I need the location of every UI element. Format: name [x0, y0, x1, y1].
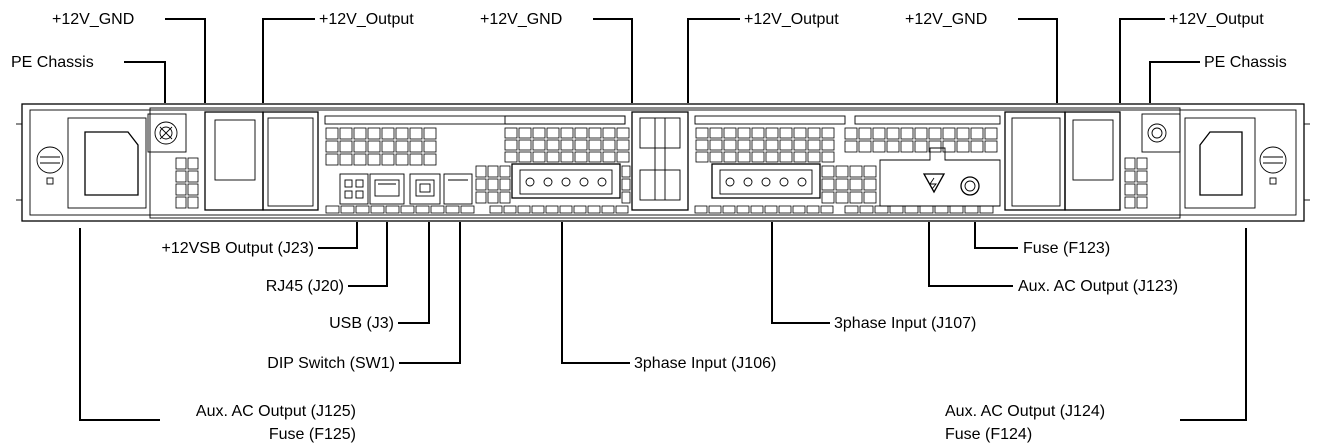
- label-aux-ac-j123: Aux. AC Output (J123): [1018, 278, 1178, 295]
- vsb-connector-j23-icon: [339, 173, 369, 205]
- pe-chassis-left-screw-icon: [147, 113, 187, 153]
- ac-outlet-j125-icon: [67, 117, 147, 209]
- label-rj45-j20: RJ45 (J20): [266, 278, 344, 295]
- label-aux-ac-j124: Aux. AC Output (J124): [945, 403, 1105, 420]
- label-gnd-middle: +12V_GND: [480, 11, 562, 28]
- label-fuse-f124: Fuse (F124): [945, 426, 1032, 443]
- usb-port-j3-icon: [409, 173, 441, 205]
- labels: +12V_GND PE Chassis +12V_Output +12V_GND…: [11, 11, 1287, 443]
- pe-chassis-right-screw-icon: [1141, 113, 1181, 153]
- busbar-right: [1004, 111, 1121, 211]
- label-fuse-f123: Fuse (F123): [1023, 240, 1110, 257]
- label-pe-chassis-left: PE Chassis: [11, 54, 94, 71]
- vent-grid: [175, 127, 1148, 214]
- right-latch-icon[interactable]: [1259, 146, 1287, 185]
- busbar-left: [204, 111, 319, 211]
- three-phase-input-j107-icon: [711, 163, 821, 199]
- label-output-left: +12V_Output: [319, 11, 414, 28]
- aux-ac-output-j123-icon: [879, 147, 1001, 207]
- label-output-middle: +12V_Output: [744, 11, 839, 28]
- leader-lines: [79, 18, 1247, 421]
- label-gnd-left: +12V_GND: [52, 11, 134, 28]
- left-latch-icon[interactable]: [36, 146, 64, 185]
- three-phase-input-j106-icon: [511, 163, 621, 199]
- label-vsb-output-j23: +12VSB Output (J23): [161, 240, 314, 257]
- label-gnd-right: +12V_GND: [905, 11, 987, 28]
- ac-outlet-j124-icon: [1184, 117, 1256, 209]
- label-aux-ac-j125: Aux. AC Output (J125): [196, 403, 356, 420]
- label-dip-switch-sw1: DIP Switch (SW1): [267, 355, 395, 372]
- label-usb-j3: USB (J3): [329, 315, 394, 332]
- rear-panel: [16, 103, 1310, 222]
- label-3phase-j107: 3phase Input (J107): [834, 315, 976, 332]
- rj45-port-j20-icon: [369, 173, 405, 205]
- fuse-f123-icon: [960, 176, 980, 196]
- label-fuse-f125: Fuse (F125): [269, 426, 356, 443]
- label-pe-chassis-right: PE Chassis: [1204, 54, 1287, 71]
- dip-switch-sw1-icon: [443, 173, 473, 205]
- label-3phase-j106: 3phase Input (J106): [634, 355, 776, 372]
- label-output-right: +12V_Output: [1169, 11, 1264, 28]
- busbar-middle: [631, 111, 689, 211]
